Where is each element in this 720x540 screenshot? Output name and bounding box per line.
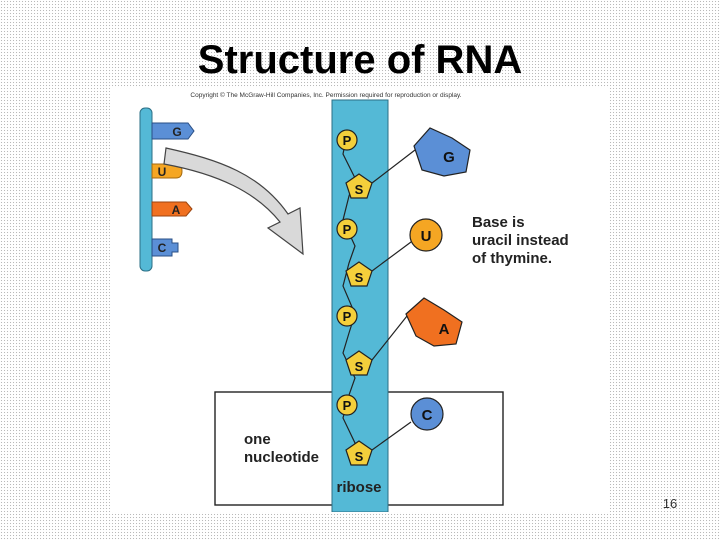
link-to-base-u (371, 241, 412, 272)
caption-line-2: uracil instead (472, 232, 569, 249)
small-base-g-label: G (172, 125, 181, 139)
sugar-1-label: S (355, 182, 364, 197)
sugar-1-pentagon (345, 173, 373, 199)
sugar-2: S (345, 261, 373, 287)
base-guanine-pentagon (413, 127, 471, 177)
small-base-c: C (151, 238, 179, 257)
link-to-base-g (371, 149, 416, 184)
small-base-c-tab (151, 238, 179, 257)
link-to-base-a (371, 315, 408, 361)
small-base-g-tab (151, 122, 195, 140)
sugar-3-pentagon (345, 350, 373, 376)
phosphate-3-label: P (343, 309, 352, 324)
phosphate-3: P (336, 305, 358, 327)
base-cytosine-circle (410, 397, 444, 431)
small-rna-strand: G U A C (139, 107, 195, 272)
sugar-4-label: S (355, 449, 364, 464)
small-strand-backbone (139, 107, 153, 272)
base-adenine-pentagon (405, 297, 463, 347)
caption-line-1: Base is (472, 214, 525, 231)
phosphate-4: P (336, 394, 358, 416)
small-base-a-tab (151, 201, 193, 217)
page-number: 16 (662, 496, 678, 511)
small-base-c-label: C (158, 241, 167, 255)
sugar-1: S (345, 173, 373, 199)
curved-arrow (163, 147, 304, 256)
phosphate-2-circle (336, 218, 358, 240)
phosphate-2-label: P (343, 222, 352, 237)
small-base-u-label: U (158, 165, 167, 179)
base-guanine: G (413, 127, 471, 177)
base-uracil: U (409, 218, 443, 252)
phosphate-4-circle (336, 394, 358, 416)
phosphate-2: P (336, 218, 358, 240)
phosphate-3-circle (336, 305, 358, 327)
phosphate-1: P (336, 129, 358, 151)
small-base-g: G (151, 122, 195, 140)
base-guanine-label: G (443, 149, 455, 166)
caption-base-uracil: Base is uracil instead of thymine. (472, 214, 573, 267)
caption-line-3: of thymine. (472, 250, 552, 267)
rna-structure-figure: Copyright © The McGraw-Hill Companies, I… (110, 88, 609, 512)
nucleotide-label-line-1: one (244, 431, 271, 448)
sugar-2-label: S (355, 270, 364, 285)
one-nucleotide-label: one nucleotide (244, 431, 319, 466)
sugar-2-pentagon (345, 261, 373, 287)
ribose-label: ribose (336, 479, 381, 496)
phosphate-1-circle (336, 129, 358, 151)
slide-title: Structure of RNA (197, 38, 523, 82)
nucleotide-label-line-2: nucleotide (244, 449, 319, 466)
phosphate-1-label: P (343, 133, 352, 148)
link-to-base-c (371, 421, 412, 451)
sugar-4: S (345, 440, 373, 466)
sugar-3: S (345, 350, 373, 376)
base-cytosine-label: C (422, 407, 433, 424)
base-uracil-label: U (421, 228, 432, 245)
base-adenine-label: A (439, 321, 450, 338)
sugar-4-pentagon (345, 440, 373, 466)
copyright-notice: Copyright © The McGraw-Hill Companies, I… (190, 91, 461, 99)
phosphate-4-label: P (343, 398, 352, 413)
sugar-3-label: S (355, 359, 364, 374)
small-base-a-label: A (172, 203, 181, 217)
small-base-a: A (151, 201, 193, 217)
base-cytosine: C (410, 397, 444, 431)
base-adenine: A (405, 297, 463, 347)
base-uracil-circle (409, 218, 443, 252)
